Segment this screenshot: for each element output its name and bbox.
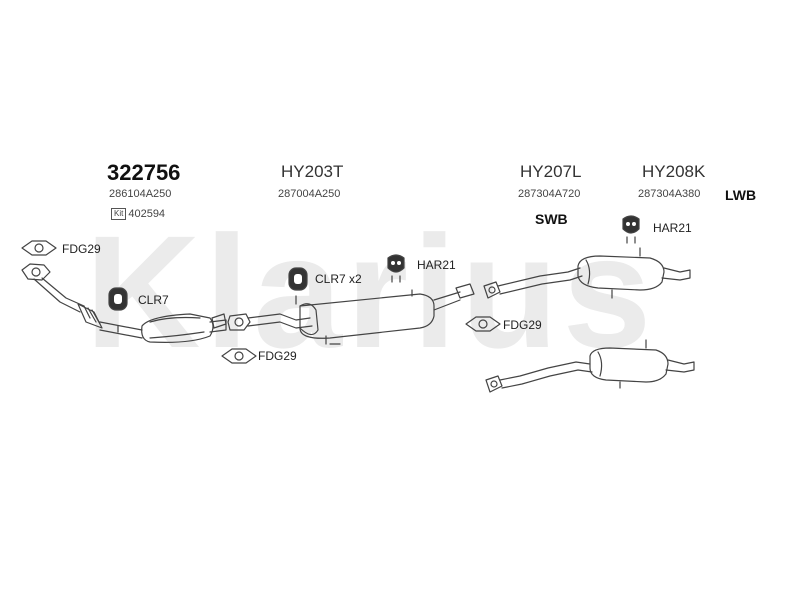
kit-ref-number: 402594 xyxy=(128,208,166,220)
rubber-mount-icon xyxy=(622,215,640,244)
part-oe-hy203t: 287004A250 xyxy=(278,188,341,200)
fitting-label-clr7: CLR7 xyxy=(138,293,169,307)
rubber-mount-icon xyxy=(387,254,405,283)
part-oe-hy208k: 287304A380 xyxy=(638,188,701,200)
rear-section-hy207l xyxy=(483,247,691,299)
fitting-label-fdg29-mid: FDG29 xyxy=(503,318,542,332)
gasket-icon xyxy=(221,348,257,364)
part-code-hy207l: HY207L xyxy=(520,162,582,181)
part-code-hy208k: HY208K xyxy=(642,162,706,181)
part-code-hy203t: HY203T xyxy=(281,162,344,181)
gasket-icon xyxy=(465,316,501,332)
kit-icon: Kit xyxy=(111,208,127,220)
fitting-label-clr7-x2: CLR7 x2 xyxy=(315,272,362,286)
gasket-icon xyxy=(21,240,57,256)
fitting-label-fdg29-top: FDG29 xyxy=(62,242,101,256)
brand-watermark: Klarius xyxy=(85,202,656,381)
fitting-label-har21-mid: HAR21 xyxy=(417,258,456,272)
variant-lwb: LWB xyxy=(725,187,757,203)
part-oe-hy207l: 287304A720 xyxy=(518,188,581,200)
centre-section-hy203t xyxy=(227,283,475,345)
rubber-hanger-icon xyxy=(288,267,308,291)
fitting-label-har21-right: HAR21 xyxy=(653,221,692,235)
rear-section-hy208k xyxy=(485,339,695,393)
rubber-hanger-icon xyxy=(108,287,128,311)
kit-oe-number: 286104A250 xyxy=(109,188,172,200)
front-pipe-catalyst xyxy=(21,263,227,343)
kit-number: 322756 xyxy=(107,160,181,185)
fitting-label-fdg29-bottom: FDG29 xyxy=(258,349,297,363)
variant-swb: SWB xyxy=(535,211,568,227)
